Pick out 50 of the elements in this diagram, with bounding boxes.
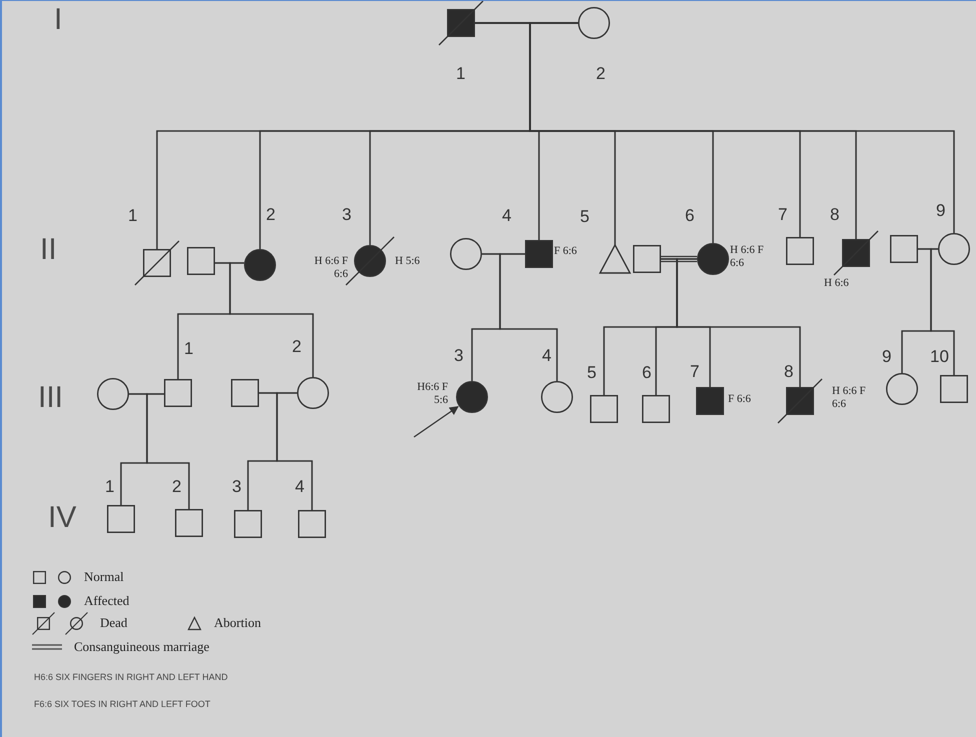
individual-number: 3 [454,346,464,366]
phenotype-note: H 6:6 F 6:6 [832,385,867,411]
phenotype-note: H6:6 F 5:6 [416,381,448,407]
individual-number: 2 [266,205,276,225]
legend-text: Dead [100,615,128,631]
individual-number: 3 [342,205,352,225]
individual-number: 7 [778,205,788,225]
legend-text: Abortion [214,615,261,631]
descent-line [499,253,558,381]
phenotype-note: F 6:6 [554,245,577,258]
individual-number: 10 [930,347,949,367]
individual-number: 7 [690,362,700,382]
individual-number: 1 [128,206,138,226]
consanguineous-marriage-line [660,256,698,262]
legend-note: F6:6 SIX TOES IN RIGHT AND LEFT FOOT [34,698,210,710]
individual-number: 1 [105,477,114,497]
individual-number: 3 [232,477,242,497]
individual-number: 5 [580,207,590,227]
legend-note: H6:6 SIX FINGERS IN RIGHT AND LEFT HAND [34,671,228,683]
phenotype-note: F 6:6 [728,393,751,406]
individual-number: 5 [587,363,596,383]
descent-line [930,248,955,375]
phenotype-note: H 6:6 F 6:6 [730,244,765,270]
individual-number: 1 [456,64,466,84]
phenotype-note: H 5:6 [395,255,420,268]
individual-number: 4 [502,206,512,226]
legend-text: Consanguineous marriage [74,639,210,655]
individual-number: 1 [184,339,194,359]
individual-number: 4 [542,346,552,366]
generation-label: I [54,3,62,37]
individual-number: 9 [882,347,892,367]
individual-number: 8 [830,205,840,225]
phenotype-note: H 6:6 [824,277,849,290]
individual-number: 6 [685,206,694,226]
individual-number: 8 [784,362,794,382]
proband-arrow [414,406,459,438]
descent-line [146,393,190,509]
generation-label: III [38,381,64,415]
legend-text: Normal [84,569,124,585]
generation-label: II [40,233,57,267]
individual-number: 2 [596,64,606,84]
individual-number: 9 [936,201,946,221]
phenotype-note: H 6:6 F 6:6 [313,255,348,281]
individual-number: 2 [292,337,302,357]
generation-label: IV [48,501,76,535]
individual-number: 4 [295,477,304,497]
individual-number: 6 [642,363,652,383]
legend-text: Affected [84,593,130,609]
descent-line [276,392,313,510]
individual-number: 2 [172,477,182,497]
